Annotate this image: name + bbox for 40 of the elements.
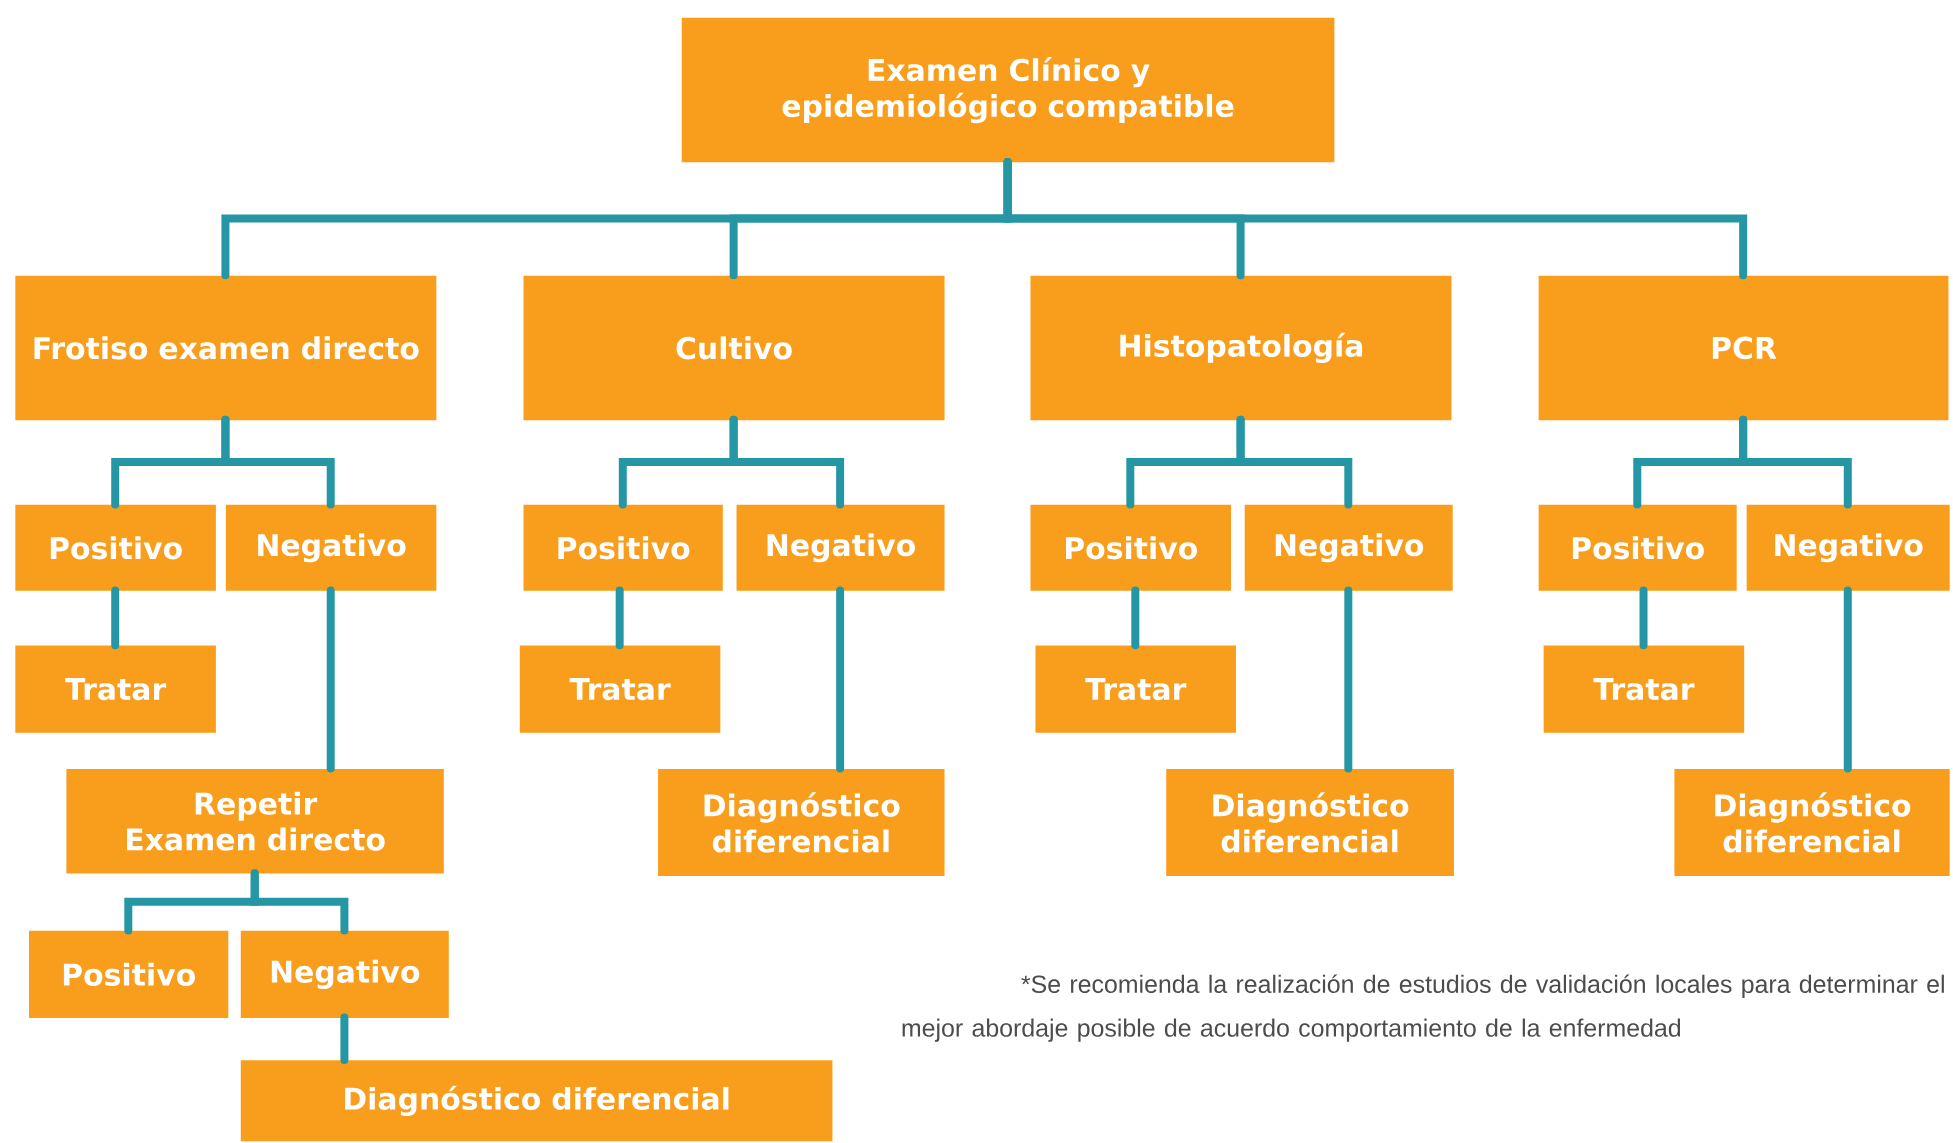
flowchart-box: Negativo — [1244, 504, 1453, 591]
flowchart-box: Cultivo — [523, 275, 945, 420]
flowchart-box: Positivo — [523, 504, 723, 591]
footnote: *Se recomienda la realización de estudios de validación locales para determinar el mejor abordaje posible de acuerdo comportamiento de la enfermedad — [902, 974, 1944, 1042]
flowchart-box: Tratar — [519, 645, 721, 733]
flowchart-box: Diagnóstico diferencial — [658, 768, 945, 876]
connector-line — [1131, 586, 1140, 649]
connector-line — [1344, 586, 1353, 773]
flowchart-box: Diagnóstico diferencial — [1166, 768, 1454, 876]
flowchart-box: Positivo — [29, 930, 229, 1018]
connector-line — [1003, 157, 1748, 280]
flowchart-box: Tratar — [1035, 645, 1236, 733]
connector-line — [1639, 586, 1648, 649]
flowchart-box: Tratar — [15, 645, 216, 733]
flowchart-box: Negativo — [1746, 504, 1950, 591]
flowchart-box: Negativo — [225, 504, 437, 591]
connector-line — [111, 586, 120, 649]
connector-line — [340, 1013, 349, 1064]
flowchart-box: Diagnóstico diferencial — [240, 1060, 833, 1142]
flowchart-box: Frotiso examen directo — [15, 275, 437, 420]
flowchart-box: Positivo — [1538, 504, 1737, 591]
connector-line — [221, 415, 335, 509]
flowchart-box: PCR — [1538, 275, 1949, 420]
flowchart-box: Positivo — [15, 504, 216, 591]
flowchart-box: Diagnóstico diferencial — [1674, 768, 1950, 876]
flowchart-box: Negativo — [736, 504, 945, 591]
connector-line — [615, 586, 624, 649]
flowchart-box: Examen Clínico y epidemiológico compatible — [681, 17, 1335, 163]
connector-line — [1236, 415, 1353, 509]
flowchart-box: Histopatología — [1030, 275, 1452, 420]
connector-line — [729, 415, 845, 509]
connector-line — [836, 586, 845, 773]
flowchart-box: Repetir Examen directo — [66, 768, 444, 874]
connector-line — [250, 868, 349, 935]
connector-line — [1739, 415, 1852, 509]
connector-line — [1843, 586, 1852, 773]
connector-line — [326, 586, 335, 773]
flowchart-box: Negativo — [240, 930, 449, 1018]
flowchart-box: Tratar — [1543, 645, 1745, 733]
flowchart-box: Positivo — [1030, 504, 1231, 591]
